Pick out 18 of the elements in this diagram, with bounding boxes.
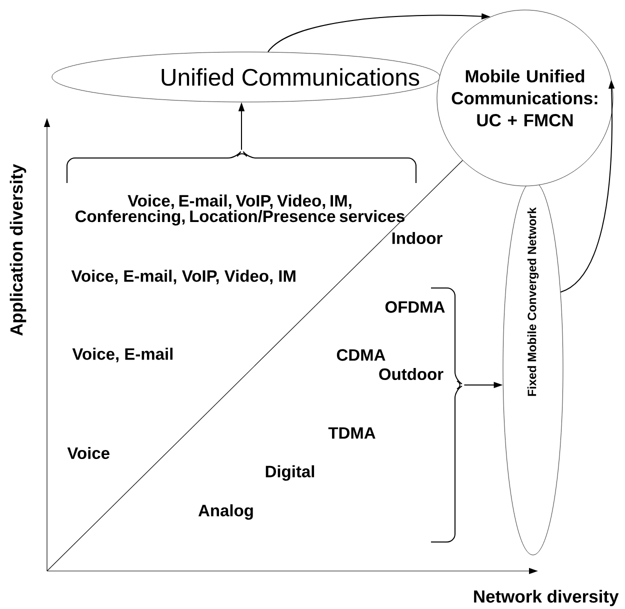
text-label: Voice, E-mail, VoIP, Video, IM — [71, 270, 296, 284]
text-label: Voice — [67, 446, 110, 460]
text-label: Voice, E-mail, VoIP, Video, IM, Conferencing, Location/Presence services — [76, 194, 404, 226]
ellipse-node: Fixed Mobile Converged Network — [502, 180, 564, 556]
text-label: TDMA — [328, 427, 376, 439]
text-label: Digital — [266, 465, 314, 481]
diagonal-line — [46, 160, 463, 572]
circle-node: Mobile Unified Communications: UC + FMCN — [436, 10, 614, 186]
text-label: Indoor — [392, 232, 442, 244]
text-label: OFDMA — [385, 301, 445, 313]
axis-label: Application diversity — [10, 164, 26, 336]
ellipse-node: Unified Communications — [52, 52, 440, 102]
brace — [66, 151, 416, 184]
text-label: Outdoor — [379, 368, 444, 380]
text-label: CDMA — [336, 349, 386, 361]
axis-label: Network diversity — [474, 590, 619, 606]
text-label: Voice, E-mail — [72, 348, 172, 362]
text-label: Analog — [198, 504, 253, 520]
